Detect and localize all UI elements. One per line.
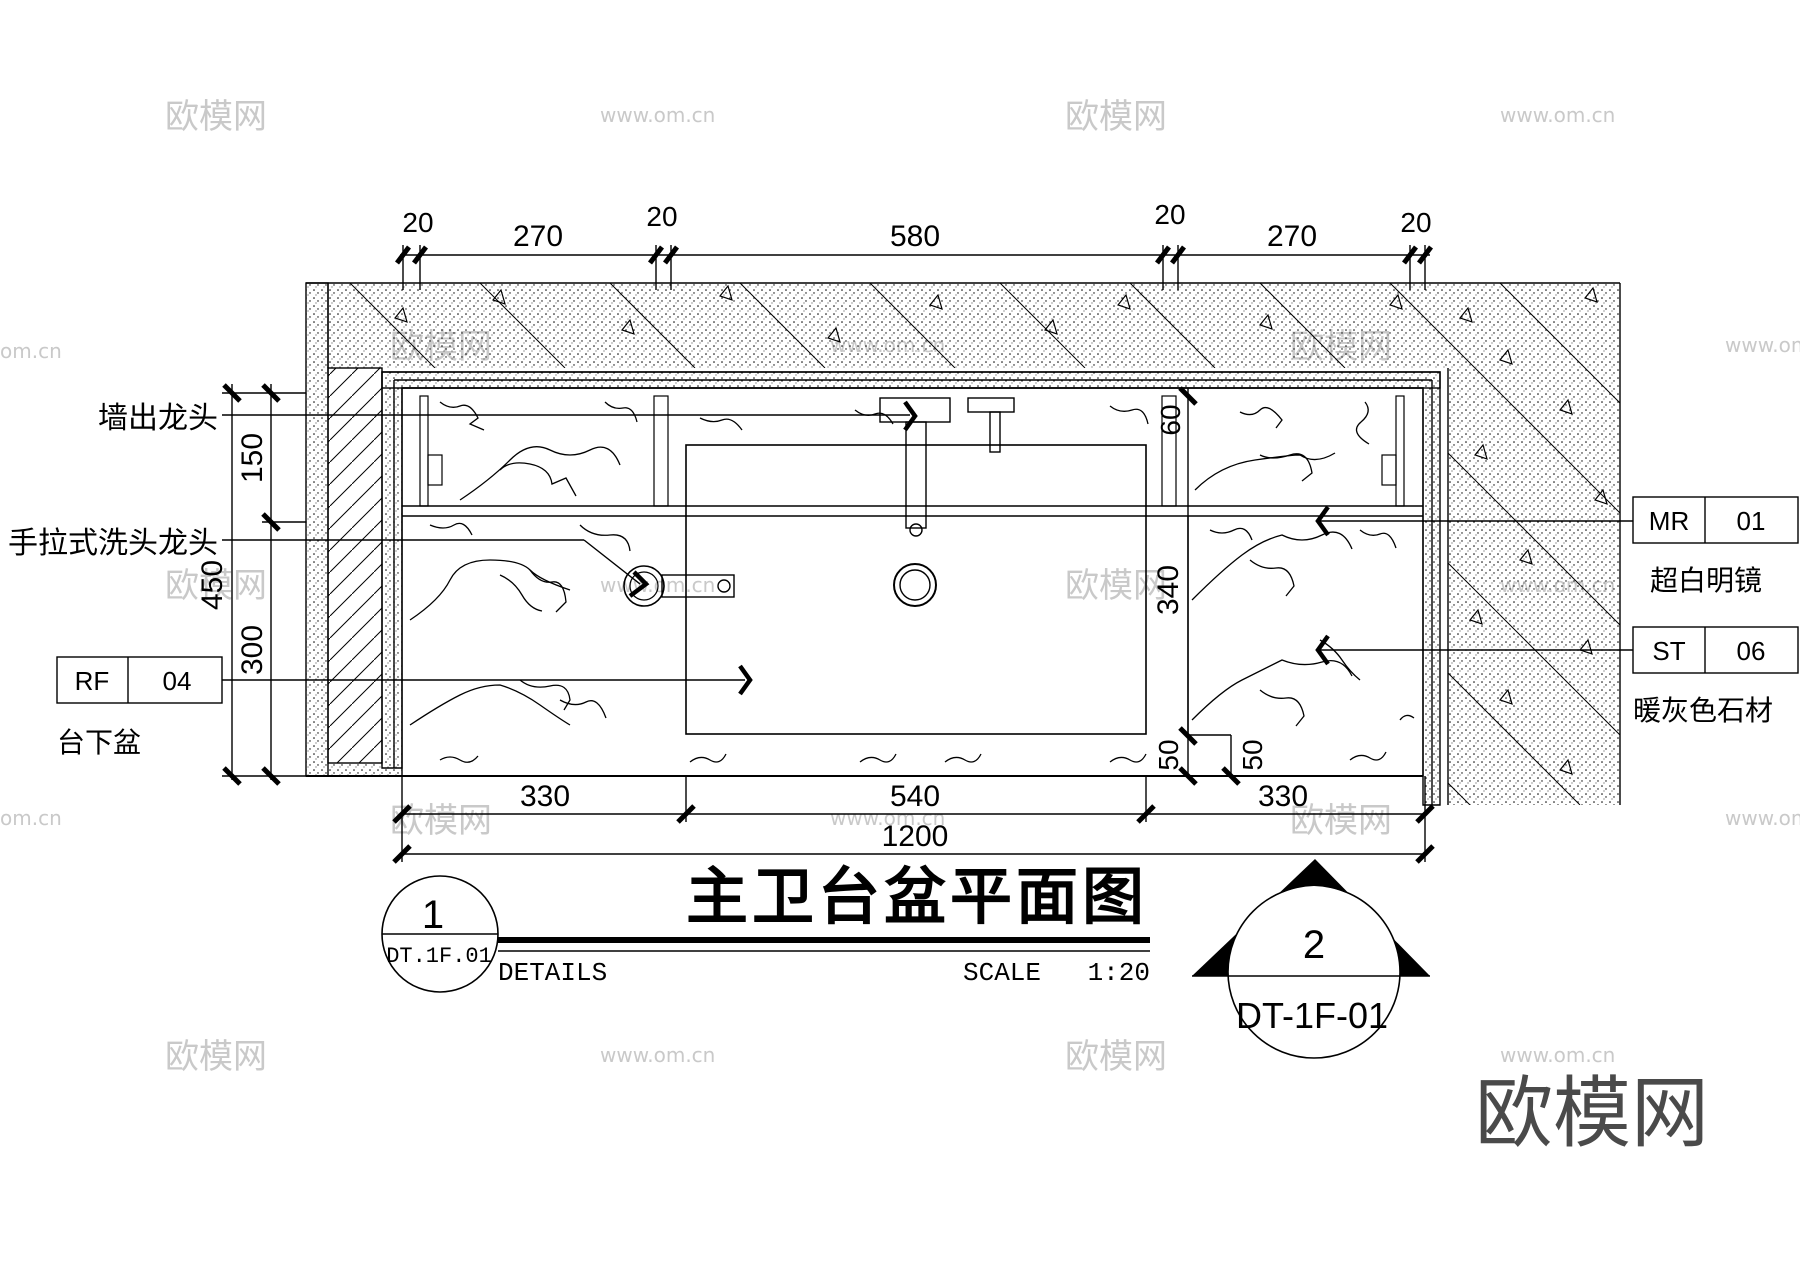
watermark-logo: 欧模网 xyxy=(1065,566,1167,606)
dim-bottom-540: 540 xyxy=(890,780,940,813)
basin-name: 台下盆 xyxy=(57,727,141,758)
dim-inner-50a: 50 xyxy=(1153,739,1184,770)
dim-bottom-330b: 330 xyxy=(1258,780,1308,813)
detail-sheet: DT.1F.01 xyxy=(386,944,492,969)
wall-faucet-icon xyxy=(879,397,1015,537)
section-sheet: DT-1F-01 xyxy=(1236,995,1388,1036)
dim-inner-340: 340 xyxy=(1152,565,1185,615)
pull-faucet-icon xyxy=(623,565,735,607)
dim-bottom-1200: 1200 xyxy=(882,820,949,853)
mirror-name: 超白明镜 xyxy=(1650,565,1762,596)
watermark-url: www.om.cn xyxy=(600,1043,715,1067)
drawing-title: 主卫台盆平面图 xyxy=(686,863,1148,932)
dim-inner-60: 60 xyxy=(1155,404,1186,435)
dim-left-150: 150 xyxy=(236,433,269,483)
basin-num: 04 xyxy=(163,666,192,696)
dimension-top: 20 270 20 580 20 270 20 xyxy=(395,199,1433,290)
callout-mirror: MR 01 超白明镜 xyxy=(1632,496,1799,596)
watermark-url: www.om.cn xyxy=(1500,103,1615,127)
dim-top-270a: 270 xyxy=(513,220,563,253)
watermark-logo: 欧模网 xyxy=(1065,97,1167,137)
watermark-url: om.cn xyxy=(0,806,62,830)
dim-left-300: 300 xyxy=(236,625,269,675)
concrete-wall xyxy=(306,282,1621,805)
details-label: DETAILS xyxy=(498,958,607,988)
stone-code: ST xyxy=(1652,636,1685,666)
dimension-bottom: 330 540 330 1200 xyxy=(392,776,1435,864)
marble-veins xyxy=(409,401,1415,763)
watermark-logo: 欧模网 xyxy=(165,566,267,606)
dim-bottom-330a: 330 xyxy=(520,780,570,813)
dimension-inner-right: 60 340 50 50 xyxy=(1152,386,1268,786)
watermark-url: www.om.cn xyxy=(1725,806,1800,830)
dim-top-20d: 20 xyxy=(1400,207,1431,238)
leader-lines xyxy=(222,414,1633,681)
basin-code: RF xyxy=(75,666,110,696)
watermark-url: www.om.cn xyxy=(600,103,715,127)
dimension-left: 150 450 300 xyxy=(196,383,306,786)
section-number: 2 xyxy=(1303,923,1325,967)
scale-label: SCALE xyxy=(963,958,1041,988)
callout-arrows xyxy=(628,400,1330,696)
dim-top-270b: 270 xyxy=(1267,220,1317,253)
callout-stone: ST 06 暖灰色石材 xyxy=(1632,626,1799,726)
stone-name: 暖灰色石材 xyxy=(1633,695,1773,726)
mirror-num: 01 xyxy=(1737,506,1766,536)
watermark-url: www.om.cn xyxy=(830,806,945,830)
watermark-url: om.cn xyxy=(0,339,62,363)
section-mark: 2 DT-1F-01 xyxy=(1192,859,1430,1059)
mirror-code: MR xyxy=(1649,506,1689,536)
watermark-url: www.om.cn xyxy=(1725,333,1800,357)
stone-num: 06 xyxy=(1737,636,1766,666)
title-block: 1 DT.1F.01 主卫台盆平面图 DETAILS SCALE 1:20 xyxy=(381,863,1150,993)
callout-wall-faucet-label: 墙出龙头 xyxy=(98,402,218,435)
callout-wall-faucet: 墙出龙头 xyxy=(98,402,218,435)
watermark-logo: 欧模网 xyxy=(165,1037,267,1077)
callout-pull-faucet: 手拉式洗头龙头 xyxy=(8,527,218,560)
detail-number: 1 xyxy=(422,893,444,937)
watermark-logo: 欧模网 xyxy=(1290,801,1392,841)
dim-top-20b: 20 xyxy=(646,201,677,232)
undermount-basin xyxy=(685,444,1147,735)
dim-top-20a: 20 xyxy=(402,207,433,238)
countertop-band xyxy=(306,371,1441,806)
watermark-logo-large: 欧模网 xyxy=(1475,1069,1709,1157)
dim-left-450: 450 xyxy=(196,560,229,610)
watermark-logo: 欧模网 xyxy=(1065,1037,1167,1077)
drain-icon xyxy=(893,563,937,607)
dim-top-580: 580 xyxy=(890,220,940,253)
watermark-logo: 欧模网 xyxy=(165,97,267,137)
watermark-url: www.om.cn xyxy=(1500,1043,1615,1067)
watermark-logo: 欧模网 xyxy=(390,801,492,841)
dim-inner-50b: 50 xyxy=(1237,739,1268,770)
callout-basin: RF 04 台下盆 xyxy=(56,656,223,758)
scale-value: 1:20 xyxy=(1088,958,1150,988)
left-wall xyxy=(305,282,383,777)
callout-pull-faucet-label: 手拉式洗头龙头 xyxy=(8,527,218,560)
dim-top-20c: 20 xyxy=(1154,199,1185,230)
